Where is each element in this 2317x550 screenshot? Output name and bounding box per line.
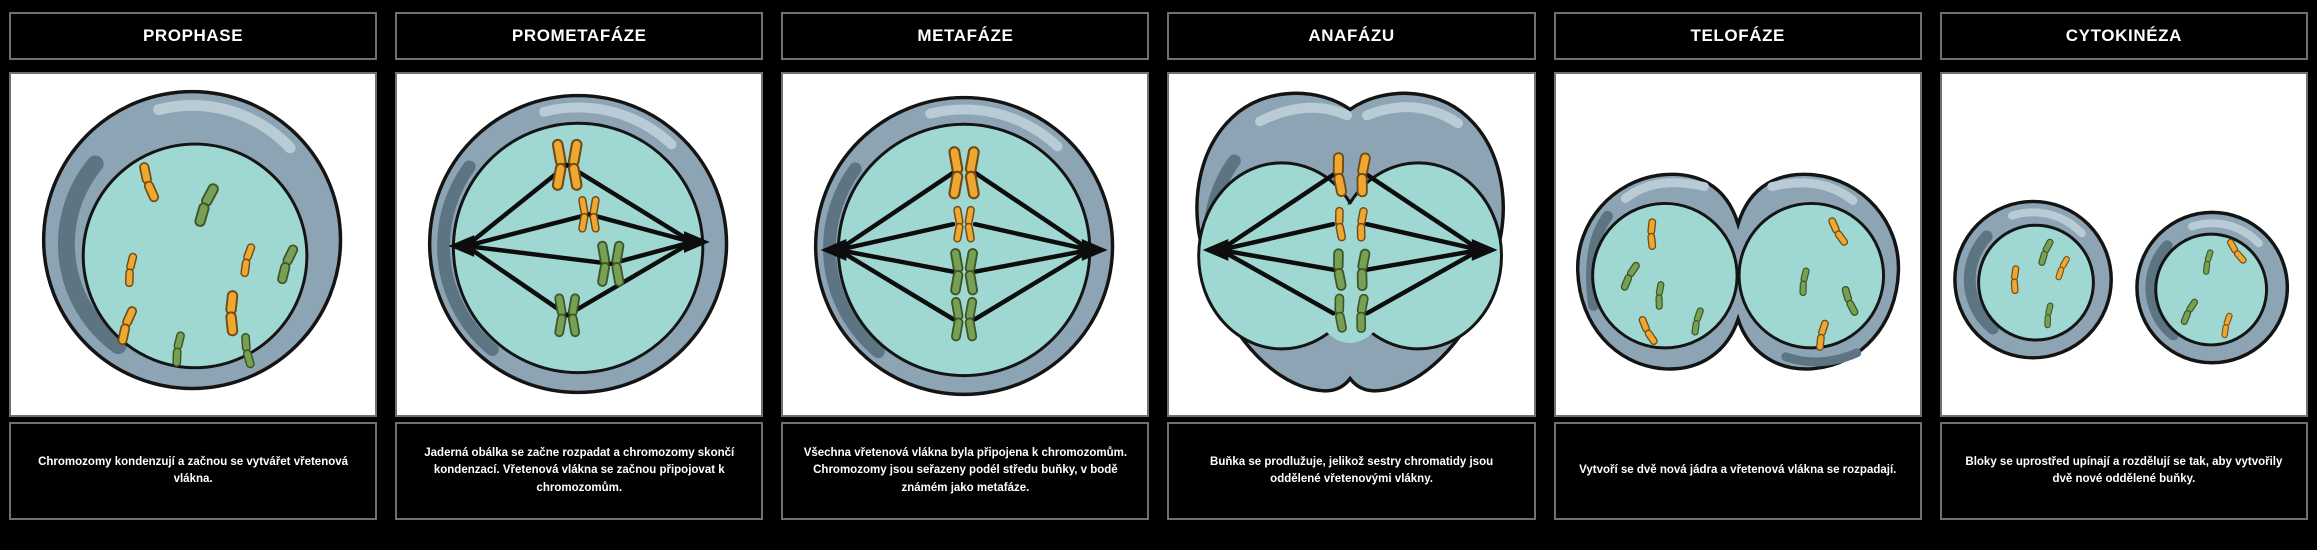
cytokinesis-cells-illustration (1952, 199, 2289, 365)
spindle-fiber (973, 247, 1093, 274)
membrane-highlight (1766, 178, 1857, 205)
phase-column-metaphase: METAFÁZE (781, 12, 1150, 520)
membrane-highlight (1620, 178, 1709, 203)
phase-description: Bloky se uprostřed upínají a rozdělují s… (1965, 455, 2283, 485)
phase-header: ANAFÁZU (1167, 12, 1536, 60)
phase-description: Všechna vřetenová vlákna byla připojena … (803, 447, 1128, 494)
phase-title: TELOFÁZE (1690, 26, 1785, 45)
phase-description-box: Jaderná obálka se začne rozpadat a chrom… (395, 422, 764, 520)
membrane-shadow (1585, 210, 1613, 311)
spindle-fibers (448, 162, 710, 318)
phase-description-box: Bloky se uprostřed upínají a rozdělují s… (1939, 422, 2308, 520)
spindle-fiber (973, 170, 1093, 253)
spindle-pole-left (820, 239, 847, 261)
mitosis-storyboard: PROPHASE (9, 12, 2308, 520)
phase-column-prophase: PROPHASE (9, 12, 378, 520)
phase-image-panel (781, 72, 1150, 417)
prophase-cell-illustration (41, 89, 343, 391)
spindle-fiber (565, 162, 695, 245)
nucleus-left (1590, 201, 1739, 350)
phase-description-box: Chromozomy kondenzují a začnou se vytvář… (9, 422, 378, 520)
phase-title: METAFÁZE (917, 26, 1014, 45)
membrane-shadow (2145, 220, 2279, 355)
membrane-highlight (1961, 208, 2105, 351)
membrane-shadow (58, 109, 327, 379)
spindle-fiber (836, 221, 956, 253)
daughter-cell-right (2135, 210, 2289, 365)
membrane-highlight (436, 102, 720, 386)
spindle-fiber (1218, 172, 1336, 253)
phase-description-box: Buňka se prodlužuje, jelikož sestry chro… (1167, 422, 1536, 520)
spindle-fiber (836, 170, 956, 253)
phase-description: Vytvoří se dvě nová jádra a vřetenová vl… (1579, 464, 1897, 477)
spindle-fibers (1203, 172, 1499, 316)
membrane-highlight (52, 100, 333, 381)
spindle-fiber (1365, 247, 1483, 316)
cytoplasm (837, 122, 1092, 378)
prometaphase-cell-illustration (428, 93, 729, 395)
phase-column-cytokinesis: CYTOKINÉZA (1939, 12, 2308, 520)
phase-header: PROPHASE (9, 12, 378, 60)
anaphase-cell-illustration (1195, 91, 1506, 393)
spindle-pole-right (684, 231, 710, 253)
nucleus (1976, 223, 2095, 342)
spindle-fiber (836, 247, 956, 274)
spindle-fiber (586, 212, 695, 245)
spindle-fiber (1218, 247, 1336, 272)
spindle-fiber (973, 221, 1093, 253)
phase-header: CYTOKINÉZA (1939, 12, 2308, 60)
phase-image-panel (395, 72, 764, 417)
phase-image-panel (1167, 72, 1536, 417)
spindle-fiber (464, 243, 570, 318)
membrane-highlight (1362, 102, 1464, 129)
spindle-fiber (1365, 247, 1483, 272)
metaphase-cell-illustration (814, 95, 1115, 397)
phase-image-panel (9, 72, 378, 417)
phase-header: PROMETAFÁZE (395, 12, 764, 60)
spindle-fiber (464, 162, 570, 249)
phase-description: Buňka se prodlužuje, jelikož sestry chro… (1210, 455, 1494, 485)
phase-image-panel (1553, 72, 1922, 417)
spindle-fiber (608, 239, 695, 267)
membrane-shadow (1780, 348, 1861, 367)
spindle-fiber (1365, 172, 1483, 253)
membrane-highlight (1255, 102, 1353, 127)
phase-description: Chromozomy kondenzují a začnou se vytvář… (38, 455, 349, 485)
phase-description-box: Vytvoří se dvě nová jádra a vřetenová vl… (1553, 422, 1922, 520)
spindle-pole-right (1472, 239, 1499, 261)
phase-title: CYTOKINÉZA (2065, 26, 2182, 45)
nucleus-right (1737, 201, 1885, 350)
spindle-fiber (1218, 221, 1336, 253)
phase-column-prometaphase: PROMETAFÁZE (395, 12, 764, 520)
telophase-cell-illustration (1575, 172, 1900, 371)
membrane-shadow (437, 104, 720, 388)
membrane-highlight (822, 104, 1106, 388)
phase-header: METAFÁZE (781, 12, 1150, 60)
phase-column-telophase: TELOFÁZE (1553, 12, 1922, 520)
phase-title: ANAFÁZU (1308, 26, 1395, 45)
membrane-shadow (1963, 210, 2103, 349)
phase-header: TELOFÁZE (1553, 12, 1922, 60)
phase-image-panel (1939, 72, 2308, 417)
spindle-fiber (565, 239, 695, 318)
spindle-fiber (973, 247, 1093, 322)
spindle-fiber (464, 212, 592, 249)
phase-description: Jaderná obálka se začne rozpadat a chrom… (424, 447, 735, 494)
spindle-pole-left (448, 235, 475, 257)
phase-column-anaphase: ANAFÁZU (1167, 12, 1536, 520)
daughter-cell-left (1952, 199, 2113, 360)
spindle-fiber (464, 243, 614, 267)
spindle-fibers (820, 170, 1108, 322)
spindle-fiber (836, 247, 956, 322)
spindle-pole-right (1082, 239, 1108, 261)
nucleus (81, 142, 309, 370)
spindle-pole-left (1203, 239, 1229, 261)
phase-description-box: Všechna vřetenová vlákna byla připojena … (781, 422, 1150, 520)
phase-title: PROPHASE (142, 26, 244, 45)
spindle-fiber (1365, 221, 1483, 253)
membrane-highlight (2143, 219, 2281, 356)
phase-title: PROMETAFÁZE (511, 26, 647, 45)
spindle-fiber (1218, 247, 1336, 316)
